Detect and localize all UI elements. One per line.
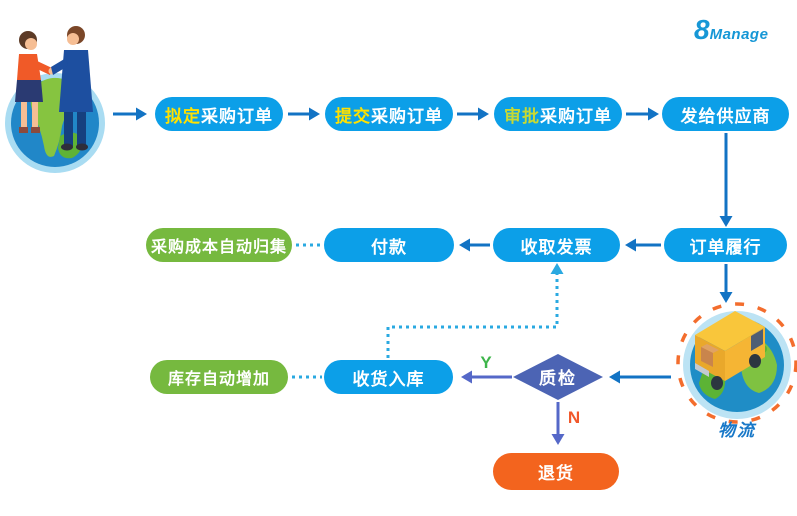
node-approve-po-highlight: 审批 <box>504 106 540 126</box>
node-send-to-supplier: 发给供应商 <box>662 97 789 131</box>
arrow-fulfill-to-invoice <box>625 238 661 252</box>
arrow-draft-to-submit <box>288 107 320 121</box>
yes-branch-label: Y <box>480 353 492 372</box>
arrow-invoice-to-pay <box>459 238 490 252</box>
node-approve-po: 审批采购订单 <box>494 97 622 131</box>
node-payment-label: 付款 <box>371 237 407 257</box>
dotted-arrow-receive-to-invoice <box>386 263 564 358</box>
arrow-logistics-to-qc <box>609 370 671 384</box>
node-goods-receipt-label: 收货入库 <box>352 369 425 389</box>
arrow-qc-to-receive <box>461 370 512 384</box>
no-branch-label: N <box>568 408 580 427</box>
node-receive-invoice-label: 收取发票 <box>520 237 593 257</box>
woman-figure <box>15 31 56 133</box>
arrow-illustration-to-draft <box>113 107 147 121</box>
node-return-goods-label: 退货 <box>538 464 574 483</box>
node-return-goods: 退货 <box>493 453 619 490</box>
logo-name: Manage <box>709 26 769 43</box>
node-stock-auto-increase-label: 库存自动增加 <box>167 371 270 388</box>
node-submit-po-highlight: 提交 <box>335 106 371 126</box>
qc-diamond-label: 质检 <box>539 368 577 388</box>
node-order-fulfillment-label: 订单履行 <box>689 237 762 257</box>
node-goods-receipt: 收货入库 <box>324 360 453 394</box>
node-draft-po: 拟定采购订单 <box>155 97 283 131</box>
arrow-submit-to-approve <box>457 107 489 121</box>
qc-decision-diamond: 质检 <box>513 354 603 400</box>
node-submit-po-rest: 采购订单 <box>371 106 443 126</box>
orbit-dashed-arc <box>676 302 797 424</box>
node-order-fulfillment: 订单履行 <box>664 228 787 262</box>
node-approve-po-rest: 采购订单 <box>540 106 612 126</box>
logistics-truck-globe-illustration <box>676 302 797 424</box>
arrow-fulfill-to-logistics <box>719 264 733 303</box>
arrow-approve-to-send <box>626 107 659 121</box>
arrow-send-to-fulfill <box>719 133 733 227</box>
node-send-to-supplier-label: 发给供应商 <box>680 106 771 126</box>
node-stock-auto-increase: 库存自动增加 <box>150 360 288 394</box>
logistics-caption: 物流 <box>718 421 756 440</box>
node-draft-po-rest: 采购订单 <box>201 106 273 126</box>
node-cost-auto-collect-label: 采购成本自动归集 <box>150 239 287 256</box>
handshake-globe-illustration <box>5 26 105 173</box>
node-draft-po-highlight: 拟定 <box>165 106 201 126</box>
arrow-qc-to-return <box>551 402 565 445</box>
logo-numeral: 8 <box>694 14 710 45</box>
node-receive-invoice: 收取发票 <box>493 228 620 262</box>
node-payment: 付款 <box>324 228 454 262</box>
node-cost-auto-collect: 采购成本自动归集 <box>146 228 292 262</box>
node-submit-po: 提交采购订单 <box>325 97 453 131</box>
delivery-truck <box>695 311 765 390</box>
man-figure <box>51 26 93 151</box>
